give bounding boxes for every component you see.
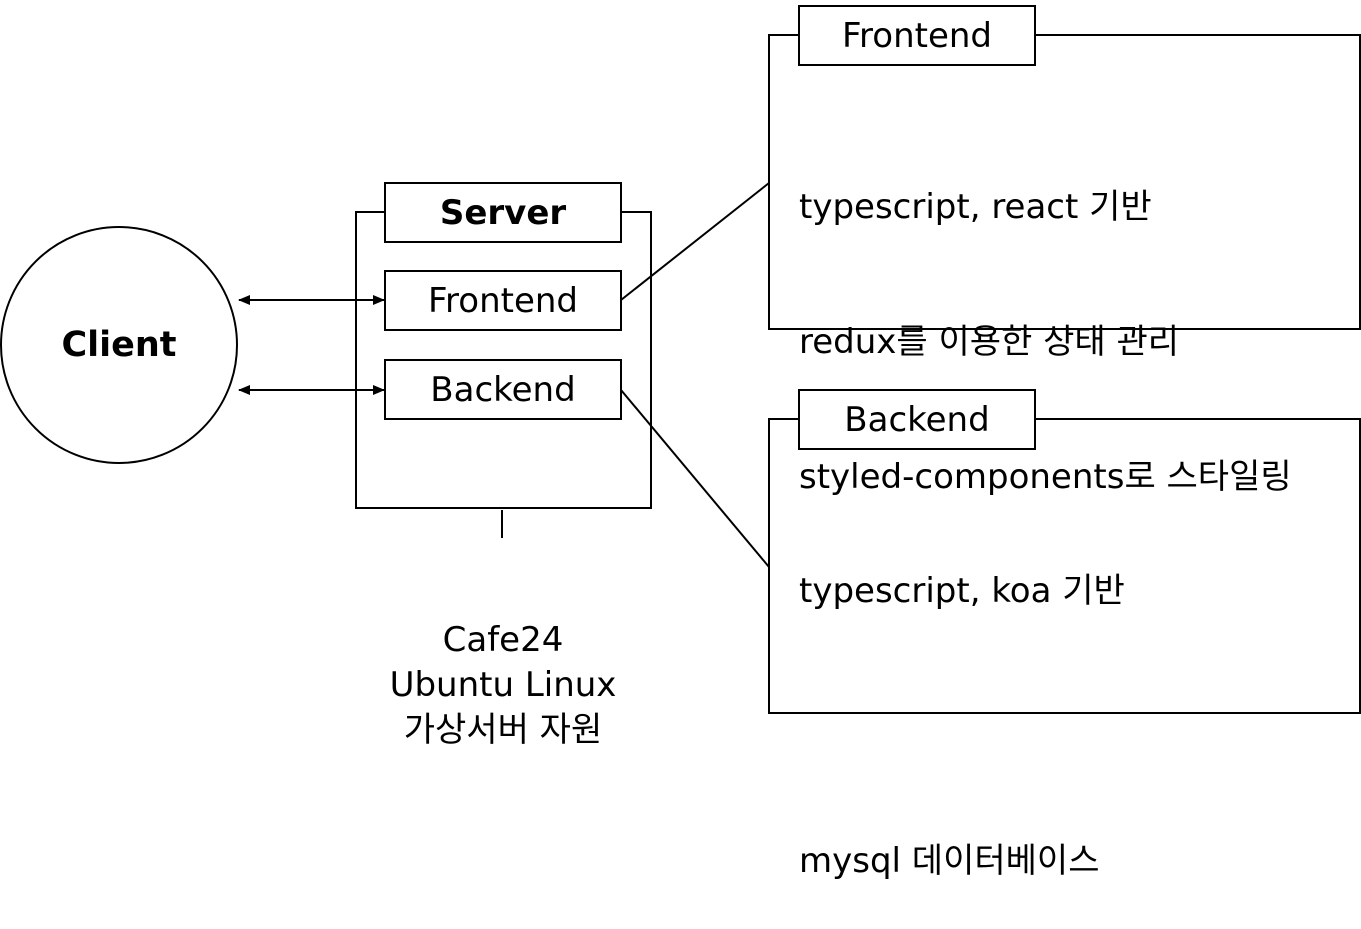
frontend-panel-title-box [798,5,1036,66]
server-frontend-box [384,270,622,331]
server-backend-box [384,359,622,420]
frontend-panel-title: Frontend [841,15,993,56]
frontend-panel-body: typescript, react 기반 redux를 이용한 상태 관리 st… [799,95,1292,545]
frontend-panel-frame [768,34,1361,330]
backend-detail-connector [620,389,770,568]
frontend-detail-connector [620,182,770,301]
server-title-box [384,182,622,243]
frontend-detail-line: redux를 이용한 상태 관리 [799,322,1180,362]
client-label: Client [61,325,177,365]
architecture-diagram [0,5,1361,714]
server-container [355,211,652,509]
host-line-os: Ubuntu Linux [389,665,617,705]
backend-panel-title-box [798,389,1036,450]
backend-panel-frame [768,418,1361,714]
backend-panel-body: typescript, koa 기반 mysql 데이터베이스 [799,479,1125,929]
backend-detail-line [799,704,1125,749]
server-backend-label: Backend [430,369,576,410]
client-node [0,226,238,464]
backend-panel-title: Backend [844,399,990,440]
host-line-resource: 가상서버 자원 [403,710,603,750]
server-host-info: Cafe24 Ubuntu Linux 가상서버 자원 [353,618,653,753]
backend-detail-line: mysql 데이터베이스 [799,841,1100,881]
host-line-provider: Cafe24 [442,620,564,660]
backend-detail-line: typescript, koa 기반 [799,571,1125,611]
server-title: Server [439,192,567,233]
frontend-detail-line: styled-components로 스타일링 [799,457,1292,497]
frontend-detail-line: typescript, react 기반 [799,187,1152,227]
server-frontend-label: Frontend [427,280,579,321]
